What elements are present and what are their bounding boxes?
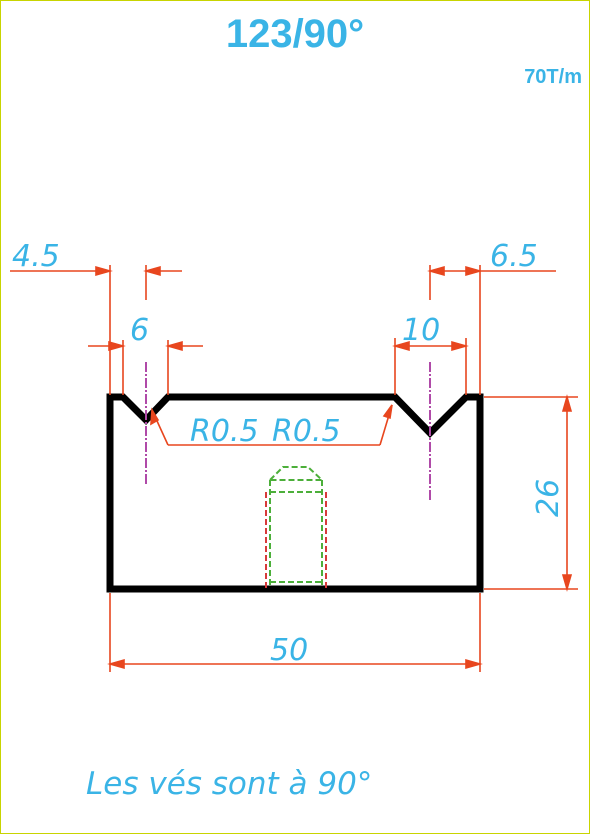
dim-right-v-width: 10 (402, 313, 440, 348)
capacity-label: 70T/m (524, 66, 582, 88)
dim-height: 26 (531, 479, 566, 517)
angle-note: Les vés sont à 90° (86, 766, 373, 802)
dim-right-offset: 6.5 (490, 239, 538, 274)
dim-radius-left: R0.5 (190, 414, 259, 449)
die-title: 123/90° (225, 12, 365, 56)
tang-outline (265, 466, 327, 588)
dim-radius-right: R0.5 (272, 414, 341, 449)
dimension-lines (10, 265, 578, 672)
dim-left-offset: 4.5 (12, 239, 60, 274)
dim-width: 50 (270, 633, 308, 668)
dim-left-v-width: 6 (130, 313, 149, 348)
